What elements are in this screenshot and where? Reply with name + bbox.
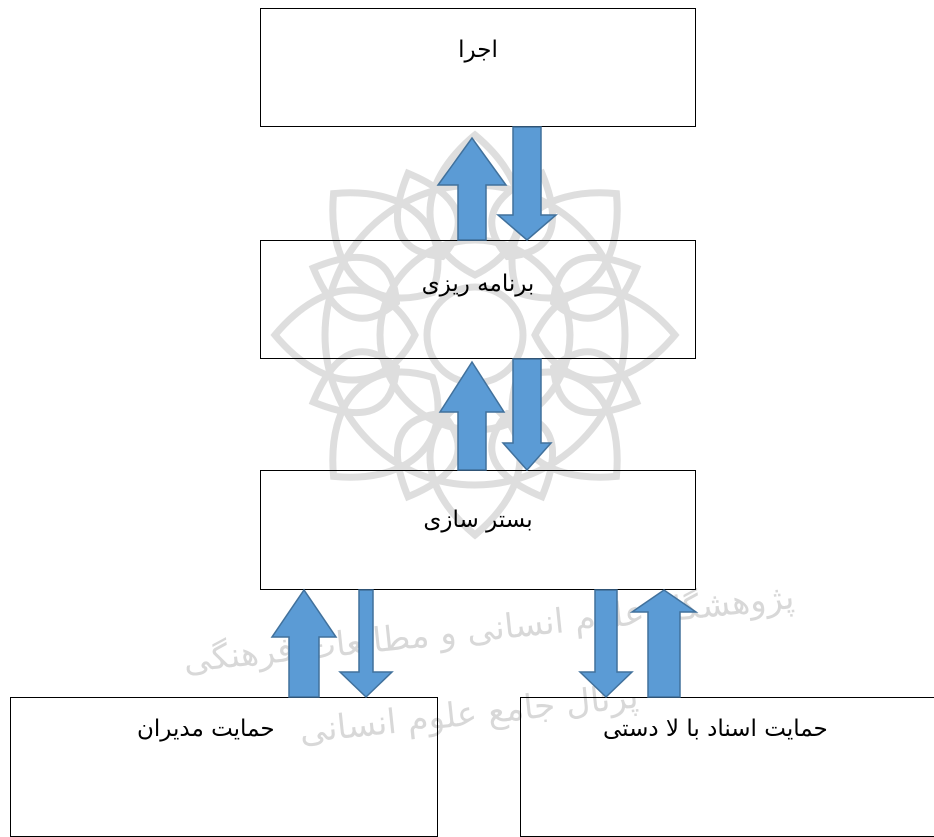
arrow-up-icon xyxy=(270,588,338,698)
arrow-down-icon xyxy=(501,358,553,472)
arrow-up-icon xyxy=(438,360,506,471)
watermark-text-line-1: پژوهشگاه علوم انسانی و مطالعات فرهنگی xyxy=(182,577,797,681)
box-managers-support-label: حمایت مدیران xyxy=(137,716,275,742)
box-execution: اجرا xyxy=(260,8,696,127)
box-execution-label: اجرا xyxy=(458,37,498,63)
arrow-down-icon xyxy=(578,589,634,699)
box-planning: برنامه ریزی xyxy=(260,240,696,359)
arrow-down-icon xyxy=(495,126,559,241)
box-upstream-documents-support: حمایت اسناد با لا دستی xyxy=(520,697,934,837)
arrow-up-icon xyxy=(436,136,508,241)
box-managers-support: حمایت مدیران xyxy=(10,697,438,837)
box-upstream-documents-support-label: حمایت اسناد با لا دستی xyxy=(603,716,828,742)
arrow-down-icon xyxy=(338,589,394,699)
arrow-up-icon xyxy=(629,589,699,698)
box-enablement-label: بستر سازی xyxy=(423,507,533,533)
box-planning-label: برنامه ریزی xyxy=(421,271,535,297)
box-enablement: بستر سازی xyxy=(260,470,696,590)
